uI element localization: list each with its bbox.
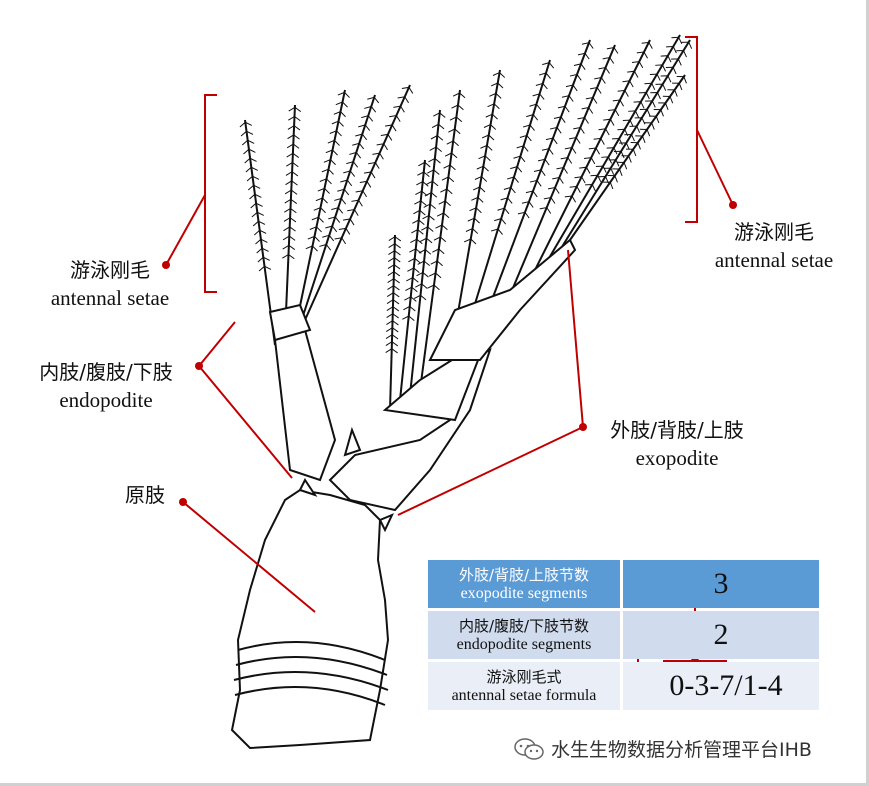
seta — [419, 89, 461, 391]
seta-hairs — [334, 86, 414, 245]
row-label-zh: 游泳刚毛式 — [486, 668, 562, 686]
seta — [399, 159, 426, 401]
watermark: 水生生物数据分析管理平台IHB — [513, 735, 812, 762]
row-label-zh: 外肢/背肢/上肢节数 — [458, 566, 590, 584]
label-setae-left: 游泳刚毛 antennal setae — [51, 256, 169, 312]
label-zh: 内肢/腹肢/下肢 — [39, 360, 173, 384]
label-en: antennal setae — [714, 248, 834, 272]
protopodite-shape — [230, 488, 390, 750]
seta-hairs — [598, 41, 693, 184]
seta — [294, 89, 346, 331]
label-zh: 游泳刚毛 — [69, 258, 150, 282]
seta — [469, 59, 551, 321]
bracket-left — [204, 94, 217, 293]
seta — [544, 34, 681, 266]
swimming-setae — [239, 34, 693, 411]
seta — [284, 104, 296, 336]
seta-hairs — [517, 42, 594, 219]
row-value: 3 — [713, 567, 729, 600]
label-en: exopodite — [635, 446, 719, 470]
seta-hairs — [427, 92, 466, 291]
bracket-right — [685, 36, 698, 223]
label-protopodite: 原肢 — [125, 481, 165, 509]
row-label-en: antennal setae formula — [451, 687, 597, 704]
row-value: 2 — [713, 618, 729, 651]
row-label-en: exopodite segments — [460, 585, 588, 602]
watermark-text: 水生生物数据分析管理平台IHB — [551, 739, 812, 761]
seta-hairs — [539, 46, 619, 214]
wechat-icon — [514, 737, 544, 760]
label-en: antennal setae — [50, 286, 170, 310]
label-setae-right: 游泳刚毛 antennal setae — [715, 218, 833, 274]
label-zh: 游泳刚毛 — [733, 220, 814, 244]
label-en: endopodite — [59, 388, 153, 412]
seta-hairs — [305, 91, 350, 252]
seta-hairs — [385, 236, 402, 354]
seta-hairs — [585, 36, 683, 192]
formula-exo: 0-3-7/ — [669, 669, 743, 702]
seta — [304, 84, 411, 321]
endopodite-shape — [273, 328, 337, 482]
seta — [409, 109, 441, 396]
seta-hairs — [282, 106, 302, 260]
seta-hairs — [319, 96, 380, 251]
seta — [559, 39, 691, 251]
seta — [569, 74, 686, 241]
seta-hairs — [463, 72, 506, 245]
seta-hairs — [564, 41, 653, 203]
formula-endo: 1-4 — [742, 669, 783, 702]
exopodite-shape — [328, 348, 492, 512]
seta — [244, 119, 276, 346]
label-zh: 外肢/背肢/上肢 — [610, 418, 744, 442]
seta — [299, 94, 376, 326]
seta-hairs — [402, 161, 431, 321]
seta-hairs — [239, 121, 272, 272]
seta — [489, 39, 591, 306]
seta — [529, 39, 651, 281]
seta-hairs — [413, 112, 446, 301]
antenna-body — [230, 238, 577, 750]
seta-hairs — [490, 62, 555, 235]
seta — [454, 69, 501, 331]
row-label-en: endopodite segments — [456, 636, 592, 653]
label-endopodite: 内肢/腹肢/下肢 endopodite — [39, 358, 172, 414]
seta-hairs — [603, 76, 687, 190]
label-exopodite: 外肢/背肢/上肢 exopodite — [610, 416, 743, 472]
label-zh: 原肢 — [125, 483, 165, 507]
row-label-zh: 内肢/腹肢/下肢节数 — [458, 617, 590, 635]
seta — [509, 44, 616, 296]
